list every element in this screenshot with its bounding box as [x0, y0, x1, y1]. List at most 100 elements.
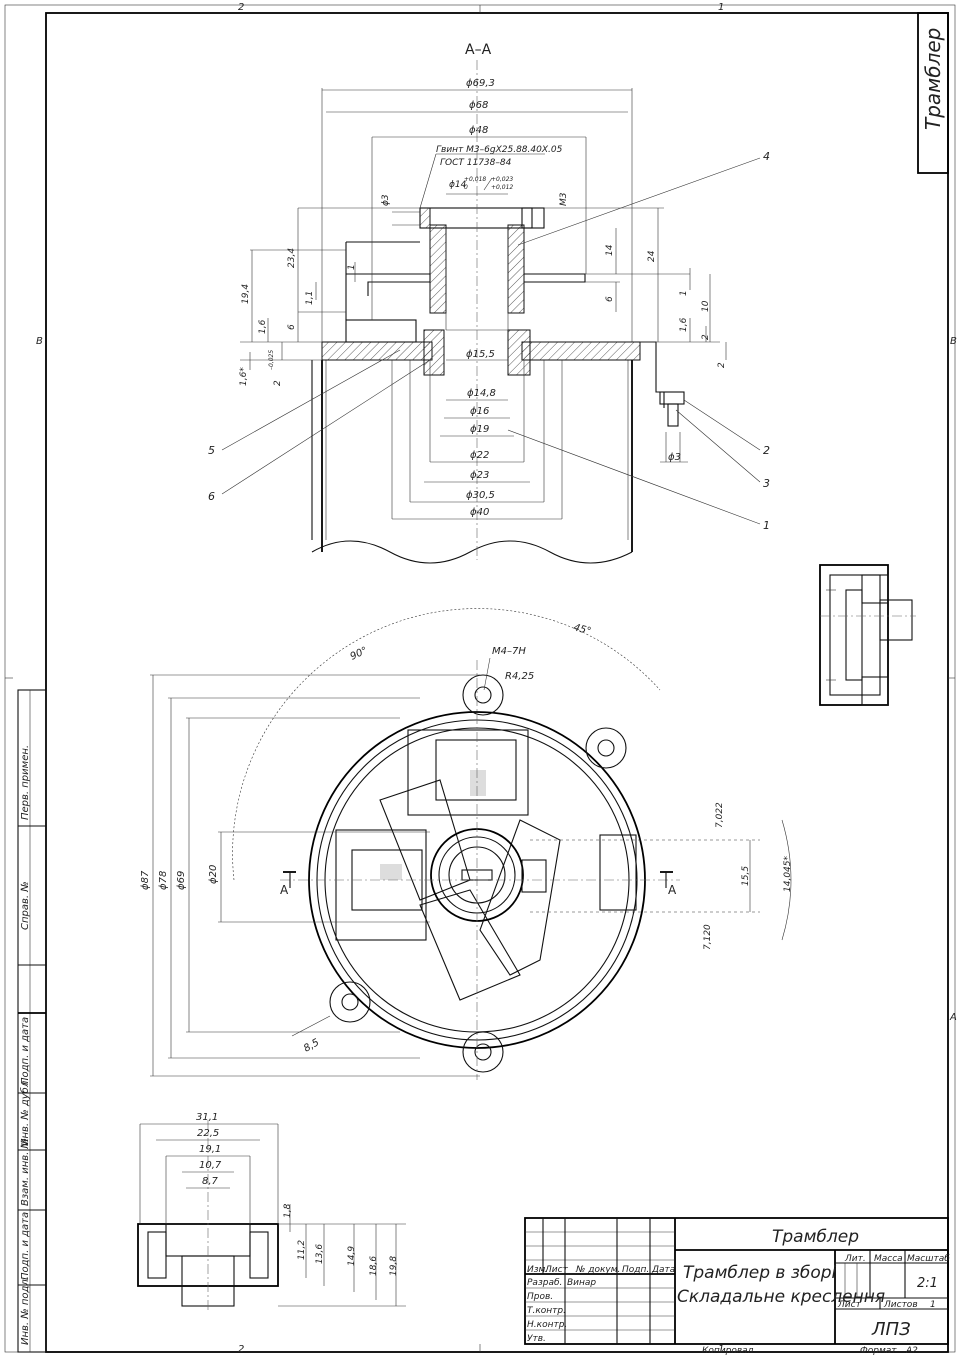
left-strip: Перв. примен. Справ. № Подп. и дата Инв.…	[17, 689, 47, 1353]
dim-text: 31,1	[196, 1112, 218, 1123]
dim-text: 24	[647, 250, 657, 262]
balloon-6: 6	[208, 490, 215, 503]
dim-text: 8,7	[202, 1176, 219, 1187]
strip-label: Взам. инв. №	[20, 1138, 31, 1206]
dim-text: 1,6	[258, 319, 268, 334]
strip-label: Справ. №	[20, 881, 31, 930]
role-cell: Пров.	[527, 1292, 553, 1302]
col-lit: Лит.	[844, 1254, 866, 1264]
plan-right-dims: 7,022 15,5 14,045* 7,120	[530, 802, 793, 950]
section-right-dims: 14 24 6 1 10 1,6 2 2	[544, 207, 727, 368]
header-cell: Подп.	[622, 1265, 649, 1275]
section-mark-right: А	[668, 883, 677, 897]
role-cell: Утв.	[527, 1334, 546, 1344]
copied-label: Копировал	[702, 1346, 754, 1356]
sheet-frame	[4, 4, 956, 1353]
balloon-2: 2	[763, 444, 770, 457]
tolerance: +0,023	[491, 176, 513, 183]
bushing-right	[507, 224, 525, 314]
sheets-label: Листов	[883, 1300, 918, 1310]
angle-text: 90°	[349, 645, 370, 662]
vertical-title-box: Трамблер	[917, 12, 949, 174]
org-name: ЛПЗ	[871, 1319, 911, 1340]
role-cell: Разраб.	[527, 1278, 562, 1288]
dim-text: 19,4	[241, 284, 251, 304]
zone-label: 2	[238, 1344, 244, 1355]
cam-lobe	[479, 819, 561, 976]
radius-callout: R4,25	[505, 671, 534, 682]
dim-text: 7,022	[715, 802, 725, 828]
header-cell: Дата	[651, 1265, 675, 1275]
zone-label: 2	[238, 2, 244, 13]
role-cell: Т.контр.	[527, 1306, 566, 1316]
section-bottom-dims: ϕ15,5 ϕ14,8 ϕ16 ϕ19 ϕ22 ϕ23 ϕ30,5 ϕ40	[391, 349, 688, 520]
zone-label: B	[950, 336, 957, 347]
dim-text: 14,045*	[783, 856, 793, 892]
section-left-dims: 23,4 19,4 1 1,1 6 1,6 2 –0,025 1,6*	[239, 207, 420, 386]
mounting-ears	[329, 674, 627, 1073]
dim-text: ϕ16	[470, 406, 489, 417]
balloon-1: 1	[763, 519, 770, 532]
zone-label: B	[36, 336, 43, 347]
zone-label: 1	[718, 1344, 724, 1355]
dim-text: 8,5	[302, 1037, 321, 1054]
plate-right	[521, 341, 641, 361]
section-marks: А А	[280, 871, 677, 897]
part-balloons: 4 5 6 2 3 1	[208, 150, 770, 532]
tolerance: +0,012	[491, 184, 513, 191]
dim-text: 13,6	[315, 1244, 325, 1264]
dim-text: ϕ14	[449, 180, 467, 190]
dim-text: 18,6	[369, 1256, 379, 1276]
sheets-count: 1	[930, 1300, 936, 1310]
break-line	[311, 540, 633, 564]
strip-label: Инв. № подл.	[20, 1276, 31, 1345]
section-mark-left: А	[280, 883, 289, 897]
dim-text: ϕ3	[668, 452, 681, 463]
dim-text: ϕ20	[208, 865, 219, 884]
side-detail	[819, 564, 916, 706]
strip-label: Инв. № дубл.	[19, 1078, 31, 1146]
bushing-left	[429, 224, 447, 314]
dim-text: ϕ19	[470, 424, 489, 435]
dim-text: 10,7	[199, 1160, 222, 1171]
balloon-4: 4	[763, 150, 770, 163]
dim-text: 22,5	[197, 1128, 219, 1139]
dim-text: 1	[347, 264, 357, 270]
dim-text: 23,4	[287, 248, 297, 268]
dim-text: ϕ69,3	[466, 78, 495, 89]
section-label: А–А	[465, 42, 492, 58]
plan-left-dims: ϕ87 ϕ78 ϕ69 ϕ20	[140, 674, 480, 1077]
dim-text: 14,9	[347, 1246, 357, 1266]
balloon-5: 5	[208, 444, 215, 457]
col-mass: Масса	[874, 1254, 903, 1264]
screw-note: Гвинт М3–6gX25.88.40Х.05	[436, 145, 563, 155]
dim-text: М3	[559, 192, 569, 206]
dim-text: 19,1	[199, 1144, 221, 1155]
screw-note: ГОСТ 11738–84	[440, 158, 512, 168]
zone-markers: 2 1 2 1 B B A	[36, 2, 957, 1355]
title-grid	[525, 1218, 675, 1344]
strip-label: Перв. примен.	[20, 745, 31, 820]
dim-text: ϕ48	[469, 125, 488, 136]
dim-text: 1,8	[283, 1203, 293, 1218]
dim-text: ϕ23	[470, 470, 489, 481]
dim-text: 2	[273, 380, 283, 386]
dim-text: ϕ69	[176, 871, 187, 890]
zone-label: 1	[718, 2, 724, 13]
header-cell: № докум.	[575, 1265, 620, 1275]
tolerance: 0	[464, 184, 468, 191]
strip-label: Подп. и дата	[20, 1017, 31, 1085]
dim-text: 19,8	[389, 1256, 399, 1276]
dim-text: 2	[717, 362, 727, 368]
balloon-3: 3	[763, 477, 770, 490]
angle-text: 45°	[572, 622, 592, 637]
dim-text: ϕ40	[470, 507, 489, 518]
nut	[521, 207, 545, 229]
nut-plan	[521, 859, 547, 893]
dim-text: 14	[605, 244, 615, 256]
dim-text: ϕ3	[381, 194, 391, 206]
dim-text: ϕ22	[470, 450, 489, 461]
dim-text: 11,2	[297, 1240, 307, 1260]
dim-text: ϕ87	[140, 870, 151, 890]
